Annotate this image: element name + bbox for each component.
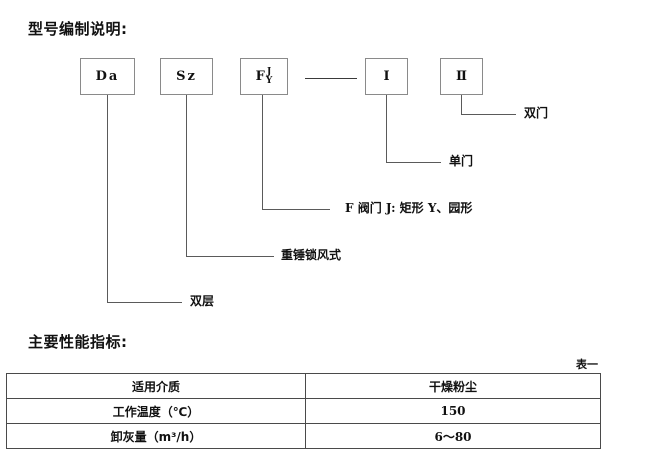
leader-hline-lock	[186, 256, 274, 257]
table-cell-label: 工作温度（℃）	[6, 398, 306, 424]
code-box-j-upper: J	[266, 66, 272, 77]
leader-vline-double-layer	[107, 95, 108, 303]
leader-vline-valve	[262, 95, 263, 210]
code-box-y-lower: Y	[265, 75, 273, 86]
table-row: 卸灰量（m³/h） 6～80	[6, 423, 601, 449]
table-cell-label: 卸灰量（m³/h）	[6, 423, 306, 449]
code-box-roman-one-label: Ⅰ	[383, 69, 390, 84]
leader-vline-single-door	[386, 95, 387, 163]
connector-dash-line	[305, 78, 357, 79]
code-box-f-jy: F J Y	[240, 58, 288, 95]
leader-hline-double-door	[461, 114, 516, 115]
code-box-f-jy-fraction: F J Y	[256, 68, 273, 85]
table-caption-label: 表一	[576, 358, 598, 371]
annot-counterweight-lock: 重锤锁风式	[281, 248, 342, 262]
leader-hline-single-door	[386, 162, 441, 163]
performance-table: 适用介质 干燥粉尘 工作温度（℃） 150 卸灰量（m³/h） 6～80	[6, 373, 601, 449]
leader-vline-lock	[186, 95, 187, 257]
table-cell-value: 干燥粉尘	[305, 373, 601, 399]
code-box-roman-one: Ⅰ	[365, 58, 408, 95]
leader-hline-double-layer	[107, 302, 182, 303]
leader-hline-valve	[262, 209, 330, 210]
code-box-roman-two-label: Ⅱ	[456, 69, 467, 84]
leader-vline-double-door	[461, 95, 462, 115]
annot-single-door: 单门	[449, 154, 474, 168]
table-row: 工作温度（℃） 150	[6, 398, 601, 424]
annot-double-door: 双门	[524, 106, 549, 120]
code-box-sz: Sz	[160, 58, 213, 95]
code-box-f-base: F	[255, 69, 265, 84]
table-row: 适用介质 干燥粉尘	[6, 373, 601, 399]
section-heading-model-code: 型号编制说明:	[28, 20, 128, 38]
annot-double-layer: 双层	[190, 294, 215, 308]
table-cell-label: 适用介质	[6, 373, 306, 399]
code-box-sz-label: Sz	[176, 69, 197, 84]
code-box-roman-two: Ⅱ	[440, 58, 483, 95]
section-heading-performance: 主要性能指标:	[28, 333, 128, 351]
code-box-jy-stack: J Y	[266, 68, 272, 85]
annot-valve-type: F 阀门 J: 矩形 Y、园形	[345, 201, 473, 215]
code-box-da: Da	[80, 58, 135, 95]
table-cell-value: 6～80	[305, 423, 601, 449]
table-cell-value: 150	[305, 398, 601, 424]
code-box-da-label: Da	[95, 69, 120, 84]
